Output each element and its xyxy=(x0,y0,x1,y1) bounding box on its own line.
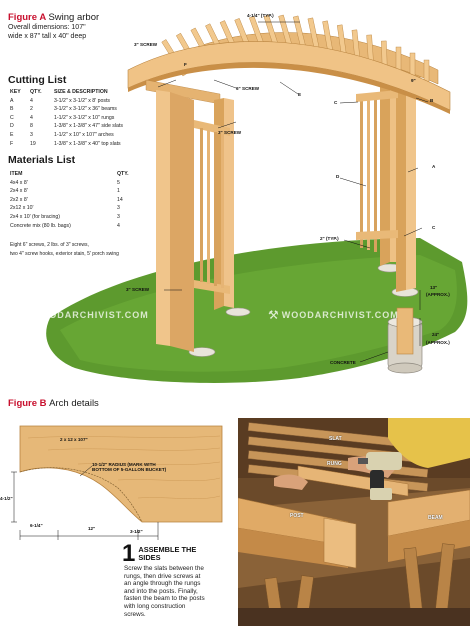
callout-screw-6: 6" SCREW xyxy=(236,86,260,91)
callout-nine: 9" xyxy=(411,78,416,83)
photo-label-beam: BEAM xyxy=(428,515,443,521)
dim-width-2: 12" xyxy=(88,526,96,531)
board-size-label: 2 x 12 x 107" xyxy=(60,437,88,442)
callout-screw-3-top: 3" SCREW xyxy=(134,42,158,47)
photo-beam xyxy=(387,489,470,537)
footing-front-left xyxy=(188,347,216,357)
callout-screw-3-mid: 3" SCREW xyxy=(218,130,242,135)
person-arm xyxy=(388,418,470,468)
callout-thirteen: 13" xyxy=(430,285,438,290)
arch-top xyxy=(127,14,451,114)
callout-label-c-low: C xyxy=(432,225,436,230)
assembly-photo xyxy=(238,418,470,626)
footing-back-left xyxy=(225,307,251,317)
watermark-right: ⚒ WOODARCHIVIST.COM xyxy=(268,308,399,322)
photo-label-post: POST xyxy=(290,513,304,519)
callout-top-typ: 4-1/4" (TYP.) xyxy=(247,13,274,18)
callout-screw-3-low: 3" SCREW xyxy=(126,287,150,292)
step-number: 1 xyxy=(122,540,136,567)
materials-notes: Eight 6" screws, 2 lbs. of 3" screws, tw… xyxy=(10,242,119,257)
step-heading: 1 ASSEMBLE THE SIDES xyxy=(122,540,196,568)
table-row: 4x4 x 8'5 xyxy=(10,179,120,186)
photo-label-slat: SLAT xyxy=(329,436,342,442)
overall-dimensions: Overall dimensions: 107" wide x 87" tall… xyxy=(8,24,87,40)
step-body: Screw the slats between the rungs, then … xyxy=(124,565,205,618)
step-title: ASSEMBLE THE SIDES xyxy=(138,545,197,562)
callout-label-f: F xyxy=(184,62,187,67)
table-row: Concrete mix (80 lb. bags)4 xyxy=(10,222,120,229)
arbor-illustration xyxy=(46,14,468,383)
callout-twentyfour: 24" xyxy=(432,332,440,337)
hammer-logo-icon: ⚒ xyxy=(18,308,29,322)
radius-note: 10-1/2" RADIUS (MARK WITH BOTTOM OF 5-GA… xyxy=(92,462,167,472)
watermark-left: ⚒ WOODARCHIVIST.COM xyxy=(18,308,149,322)
cutting-list-title: Cutting List xyxy=(8,74,67,86)
dim-width-3: 3-1/2" xyxy=(130,529,143,534)
figure-b-title: Figure B Arch details xyxy=(8,398,99,409)
materials-list-table: ITEM QTY. 4x4 x 8'5 2x4 x 8'1 2x2 x 8'14… xyxy=(10,170,150,230)
dimension-lines xyxy=(157,21,429,363)
dim-width-1: 6-1/4" xyxy=(30,523,43,528)
cutting-list-header: KEY QTY. SIZE & DESCRIPTION xyxy=(10,89,108,95)
callout-label-e: E xyxy=(298,92,302,97)
callout-approx-2: (APPROX.) xyxy=(426,340,450,345)
figure-a-title: Figure A Swing arbor xyxy=(8,12,100,23)
photo-label-rung: RUNG xyxy=(327,461,342,467)
callout-label-d: D xyxy=(336,174,340,179)
callout-label-b: B xyxy=(430,98,434,103)
callout-typ-2: 2" (TYP.) xyxy=(320,236,339,241)
callout-label-a: A xyxy=(432,164,436,169)
callout-concrete: CONCRETE xyxy=(330,360,356,365)
photo-post-end xyxy=(323,517,357,569)
right-side-frame xyxy=(356,67,433,292)
table-row: 2x12 x 10'3 xyxy=(10,205,120,212)
table-row: 2x2 x 8'14 xyxy=(10,196,123,203)
table-row: 2x4 x 8'1 xyxy=(10,188,120,195)
power-drill xyxy=(358,452,402,500)
concrete-footing-detail xyxy=(387,307,423,374)
materials-list-header: ITEM QTY. xyxy=(10,171,129,177)
arch-board xyxy=(19,425,223,523)
hammer-logo-icon: ⚒ xyxy=(268,308,279,322)
dim-height: 4-1/2" xyxy=(0,496,13,501)
arch-detail-drawing xyxy=(11,425,223,540)
table-row: 2x4 x 10' (for bracing)3 xyxy=(10,213,120,220)
callout-approx-1: (APPROX.) xyxy=(426,292,450,297)
callout-label-c-top: C xyxy=(334,100,338,105)
materials-list-title: Materials List xyxy=(8,154,76,166)
left-side-frame xyxy=(145,79,234,352)
